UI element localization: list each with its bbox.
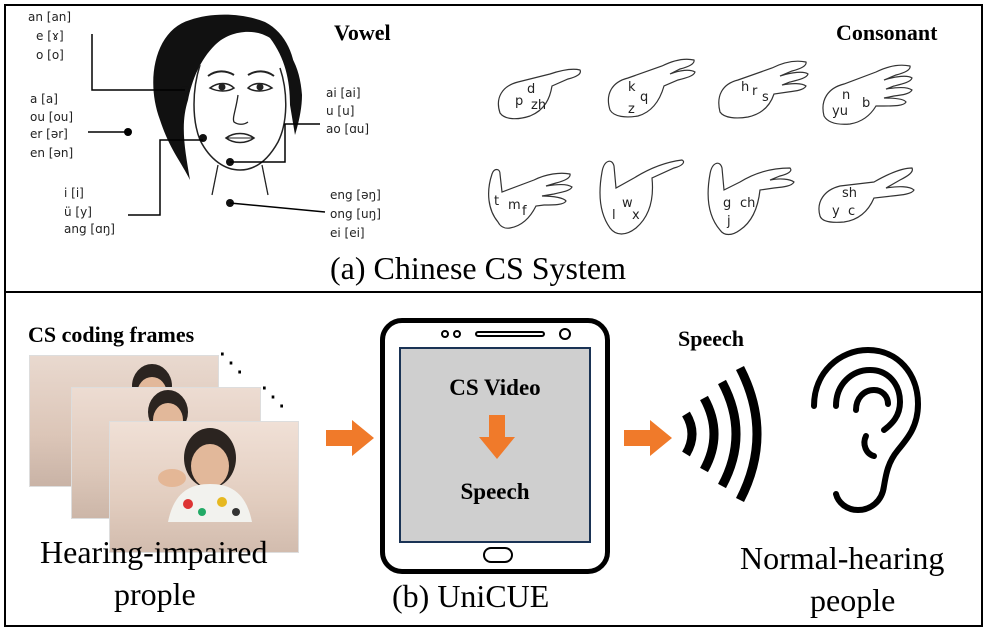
- right-caption-line1: Normal-hearing: [740, 540, 945, 576]
- consonant-letter: y: [832, 204, 840, 219]
- consonant-letter: z: [628, 102, 635, 117]
- vowel-label: o [o]: [36, 48, 64, 62]
- speech-label: Speech: [678, 326, 744, 351]
- consonant-letter: j: [727, 214, 731, 229]
- section-divider: [4, 291, 983, 293]
- consonant-letter: g: [723, 196, 732, 211]
- consonant-letter: t: [494, 194, 500, 209]
- vowel-label: ong [uŋ]: [330, 207, 381, 221]
- caption-unicue: (b) UniCUE: [392, 578, 550, 614]
- sound-wave-icon: [682, 365, 762, 503]
- consonant-letter: h: [741, 80, 750, 95]
- hand-shape-icon: [488, 168, 573, 229]
- consonant-letter: p: [515, 94, 524, 109]
- vowel-label: u [u]: [326, 104, 355, 118]
- consonant-letter: sh: [842, 186, 858, 201]
- phone-device: CS Video Speech: [380, 318, 610, 574]
- figure-frame: [4, 4, 983, 627]
- vowel-label: i [i]: [64, 186, 84, 200]
- consonant-letter: s: [762, 90, 769, 105]
- hand-shape-icon: [607, 58, 696, 118]
- vowel-label: e [ɤ]: [36, 29, 64, 43]
- consonant-letter: q: [640, 90, 649, 105]
- consonant-letter: k: [628, 80, 636, 95]
- hand-shape-icon: [599, 159, 685, 235]
- caption-chinese-cs-system: (a) Chinese CS System: [330, 250, 626, 286]
- vowel-label: ei [ei]: [330, 226, 365, 240]
- vowel-label: ao [ɑu]: [326, 122, 370, 136]
- frames-ellipsis: ⋱: [260, 382, 286, 411]
- vowel-label: ang [ɑŋ]: [64, 222, 115, 236]
- vowel-label: a [a]: [30, 92, 58, 106]
- hand-shape-icon: [818, 167, 915, 223]
- vowel-label: ü [y]: [64, 205, 92, 219]
- vowel-label: an [an]: [28, 10, 72, 24]
- vowel-label: ou [ou]: [30, 110, 74, 124]
- vowel-leader-lines: [88, 34, 326, 216]
- consonant-letter: zh: [531, 98, 547, 113]
- hand-shape-icon: [718, 60, 809, 119]
- phone-sensor-icon: [453, 330, 461, 338]
- orange-arrow-icon: [326, 420, 374, 456]
- left-caption-line1: Hearing-impaired: [40, 534, 268, 570]
- phone-screen: CS Video Speech: [399, 347, 591, 543]
- hand-shape-icon: [497, 68, 581, 120]
- consonant-letter: w: [622, 196, 633, 211]
- phone-speech-label: Speech: [460, 479, 530, 504]
- consonant-letter: d: [527, 82, 536, 97]
- hand-shape-icon: [707, 162, 795, 236]
- consonant-letter: f: [522, 204, 527, 219]
- consonant-letter: l: [612, 208, 616, 223]
- consonant-letter: c: [848, 204, 856, 219]
- vowel-label: eng [əŋ]: [330, 188, 381, 202]
- consonant-letter: b: [862, 96, 871, 111]
- right-caption-line2: people: [810, 582, 896, 618]
- vowel-label: en [ən]: [30, 146, 74, 160]
- consonant-title: Consonant: [836, 20, 938, 45]
- phone-cs-video-label: CS Video: [449, 375, 541, 400]
- vowel-title: Vowel: [334, 20, 391, 45]
- consonant-letter: ch: [740, 196, 756, 211]
- frames-title: CS coding frames: [28, 322, 195, 347]
- phone-speaker-icon: [475, 331, 545, 337]
- phone-camera-icon: [441, 330, 449, 338]
- cs-frame-image: [110, 422, 298, 552]
- left-caption-line2: prople: [114, 576, 196, 612]
- consonant-letter: m: [508, 198, 521, 213]
- face-illustration: [153, 14, 302, 207]
- consonant-letter: n: [842, 88, 851, 103]
- consonant-letter: x: [632, 208, 640, 223]
- consonant-letter: yu: [832, 104, 848, 119]
- frames-ellipsis: ⋱: [218, 348, 244, 377]
- phone-front-camera-icon: [559, 328, 571, 340]
- vowel-label: ai [ai]: [326, 86, 361, 100]
- hand-shape-icon: [822, 64, 913, 125]
- orange-arrow-icon: [624, 420, 672, 456]
- consonant-letter: r: [752, 84, 758, 99]
- vowel-label: er [ər]: [30, 127, 68, 141]
- ear-icon: [811, 346, 922, 514]
- phone-home-button: [483, 547, 513, 563]
- down-arrow-icon: [479, 415, 515, 459]
